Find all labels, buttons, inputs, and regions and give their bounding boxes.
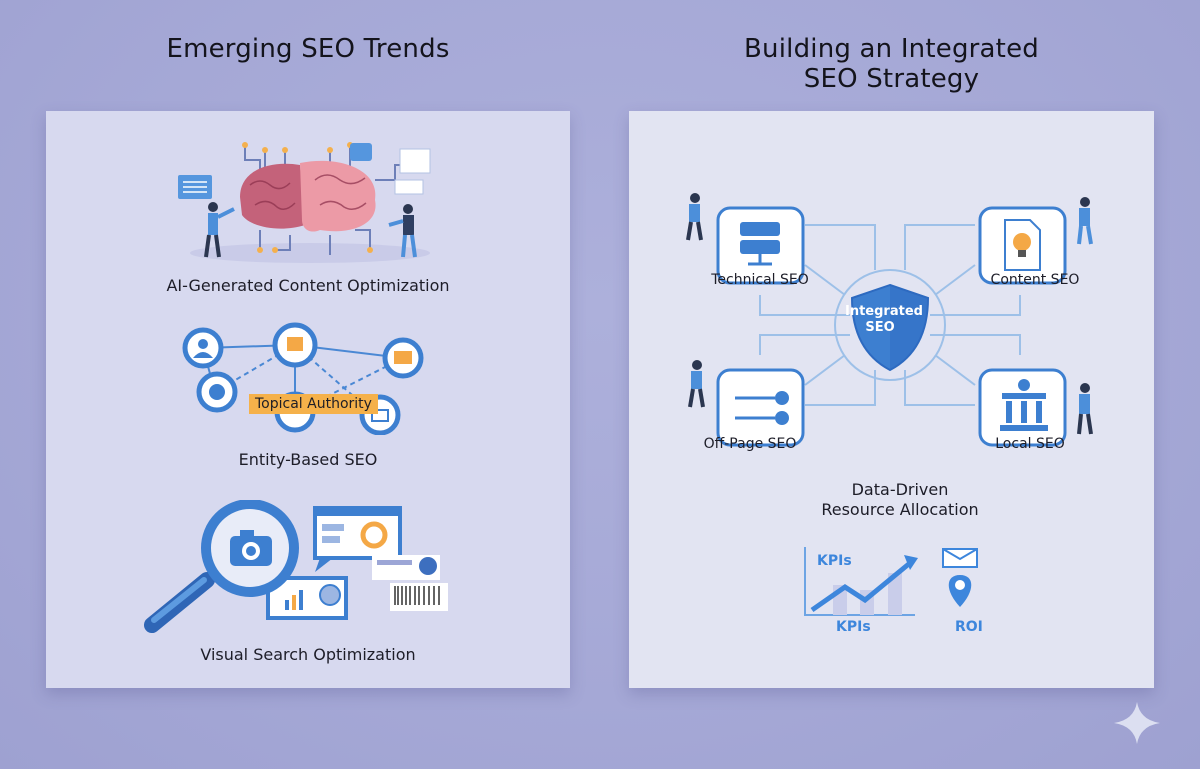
trend-label-entity-seo: Entity-Based SEO xyxy=(238,450,378,469)
kpis-label-bottom: KPIs xyxy=(836,619,871,635)
offpage-seo-box xyxy=(716,368,805,447)
title-line-1: Building an Integrated xyxy=(744,34,1039,64)
integrated-seo-diagram xyxy=(686,193,1093,447)
kpis-label-top: KPIs xyxy=(817,553,852,569)
trend-label-ai-content: AI-Generated Content Optimization xyxy=(166,276,450,295)
roi-label: ROI xyxy=(955,619,983,635)
brain-circuit-icon xyxy=(178,142,431,263)
allocation-line-1: Data-Driven xyxy=(851,480,949,499)
allocation-line-2: Resource Allocation xyxy=(821,500,979,519)
integrated-seo-hub: Integrated SEO xyxy=(845,304,923,336)
topical-authority-badge: Topical Authority xyxy=(249,394,378,414)
left-section-title: Emerging SEO Trends xyxy=(166,34,450,64)
right-section-title: Building an Integrated SEO Strategy xyxy=(629,34,1154,94)
kpi-growth-chart-icon xyxy=(804,547,978,616)
resource-allocation-heading: Data-Driven Resource Allocation xyxy=(760,480,1040,520)
node-label-content-seo: Content SEO xyxy=(990,272,1080,288)
hub-line-1: Integrated xyxy=(845,304,923,319)
entity-network-icon xyxy=(182,322,424,435)
node-label-offpage-seo: Off-Page SEO xyxy=(703,436,797,452)
node-label-technical-seo: Technical SEO xyxy=(711,272,809,288)
node-label-local-seo: Local SEO xyxy=(995,436,1065,452)
sparkle-icon xyxy=(1114,702,1160,744)
title-line-2: SEO Strategy xyxy=(803,64,980,94)
trend-label-visual-search: Visual Search Optimization xyxy=(200,645,416,664)
hub-line-2: SEO xyxy=(865,320,895,335)
magnifier-camera-icon xyxy=(144,500,448,633)
